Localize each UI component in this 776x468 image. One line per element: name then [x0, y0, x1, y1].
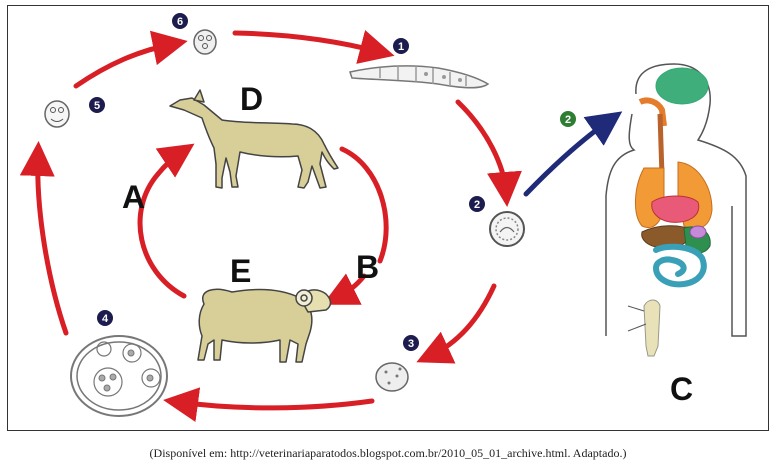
stage-badge-4: 4 — [97, 310, 113, 326]
bone-shape — [643, 299, 661, 357]
stage-badge-5: 5 — [89, 97, 105, 113]
svg-text:3: 3 — [408, 338, 414, 350]
trachea-shape — [657, 113, 665, 177]
arrow-1-to-2 — [455, 99, 522, 207]
svg-text:5: 5 — [94, 100, 100, 112]
svg-text:4: 4 — [102, 313, 109, 325]
dog-drawing — [169, 89, 339, 189]
inner-cycle-arrows — [137, 143, 389, 305]
svg-text:2: 2 — [474, 199, 480, 211]
label-A: A — [122, 179, 145, 215]
oncosphere-drawing — [375, 362, 409, 392]
label-D: D — [240, 81, 263, 117]
arrow-B-lower — [322, 273, 367, 305]
arrow-5-to-6 — [73, 30, 188, 89]
arrow-6-to-1 — [232, 30, 395, 64]
stage-badge-3: 3 — [403, 335, 419, 351]
arrow-3-to-4 — [163, 387, 375, 422]
stage-badge-1: 1 — [393, 38, 409, 54]
label-B: B — [356, 249, 379, 285]
label-C: C — [670, 371, 693, 407]
svg-text:2: 2 — [565, 114, 571, 126]
protoscolex-drawing — [44, 100, 70, 128]
scolex-drawing — [193, 29, 217, 55]
spleen-shape — [689, 225, 707, 239]
figure-caption: (Disponível em: http://veterinariaparato… — [149, 446, 627, 460]
stage-badge-6: 6 — [172, 13, 188, 29]
label-E: E — [230, 253, 251, 289]
sheep-drawing — [197, 288, 332, 363]
liver-shape — [641, 225, 693, 249]
intestine-shape — [652, 243, 707, 288]
diagram-canvas: 1 2 3 4 5 6 2 A B C D E — [19, 13, 747, 422]
arrow-A-upper — [155, 143, 195, 178]
adult-tapeworm-drawing — [349, 65, 490, 89]
arrow-B-upper — [339, 146, 389, 264]
arrow-A-lower — [137, 171, 187, 299]
brain-shape — [655, 67, 709, 105]
heart-shape — [651, 195, 700, 223]
arrow-2-to-3 — [416, 283, 497, 364]
outer-cycle-arrows — [19, 30, 522, 422]
svg-text:6: 6 — [177, 16, 183, 28]
human-stage-badge: 2 — [560, 111, 576, 127]
arrow-4-to-5 — [19, 141, 69, 336]
stage-badge-2: 2 — [469, 196, 485, 212]
svg-text:1: 1 — [398, 41, 404, 53]
egg-drawing — [489, 211, 525, 247]
human-anatomy-drawing — [605, 63, 747, 357]
hydatid-cyst-drawing — [70, 335, 168, 417]
arrow-to-human — [523, 111, 623, 197]
life-cycle-diagram: 1 2 3 4 5 6 2 A B C D E — [7, 5, 769, 431]
